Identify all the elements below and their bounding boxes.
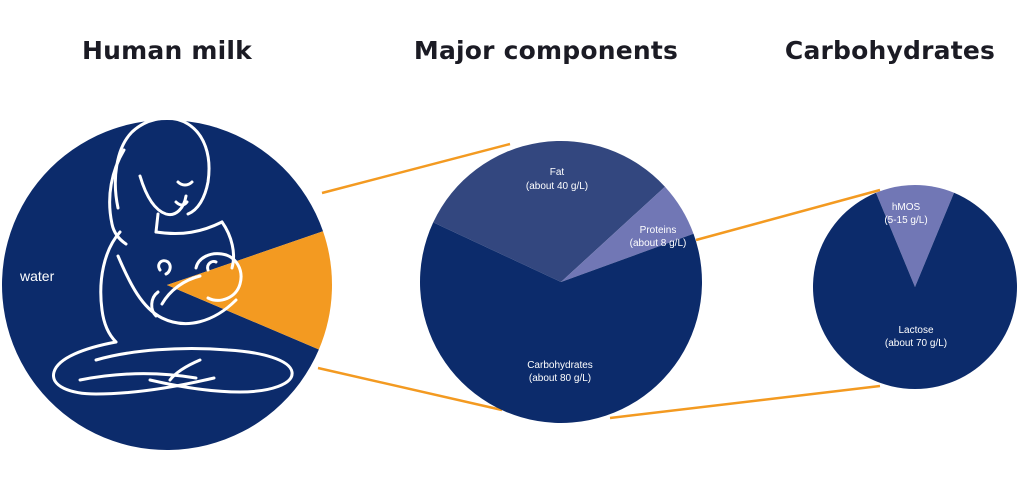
water-label: water — [19, 268, 55, 284]
carbohydrates-value-label: (about 80 g/L) — [529, 373, 591, 384]
major-components-title: Major components — [413, 36, 679, 65]
carbohydrates-title: Carbohydrates — [784, 36, 996, 65]
connector-line-bottom-1 — [317, 366, 503, 412]
solids-slice — [167, 231, 332, 350]
proteins-value-label: (about 8 g/L) — [630, 238, 687, 249]
hmos-value-label: (5-15 g/L) — [884, 215, 927, 226]
lactose-slice — [813, 192, 1018, 389]
fat-slice — [433, 140, 665, 282]
human-milk-pie: water — [1, 116, 332, 450]
lactose-label: Lactose — [898, 325, 933, 336]
water-slice — [1, 119, 324, 450]
mother-breastfeeding-icon — [52, 116, 294, 396]
hmos-label: hMOS — [892, 202, 921, 213]
connector-line-bottom-2 — [609, 384, 881, 420]
proteins-label: Proteins — [640, 225, 677, 236]
connector-line-top-2 — [695, 188, 881, 242]
connector-line-top-1 — [321, 142, 511, 195]
hmos-slice — [875, 184, 955, 287]
carbohydrates-slice — [420, 222, 703, 423]
human-milk-title: Human milk — [82, 36, 252, 65]
fat-label: Fat — [550, 167, 565, 178]
fat-value-label: (about 40 g/L) — [526, 181, 588, 192]
proteins-slice — [561, 186, 694, 282]
carbohydrates-label: Carbohydrates — [527, 360, 593, 371]
carbohydrates-pie: hMOS (5-15 g/L) Lactose (about 70 g/L) — [813, 184, 1018, 389]
major-components-pie: Fat (about 40 g/L) Proteins (about 8 g/L… — [420, 140, 703, 423]
lactose-value-label: (about 70 g/L) — [885, 338, 947, 349]
